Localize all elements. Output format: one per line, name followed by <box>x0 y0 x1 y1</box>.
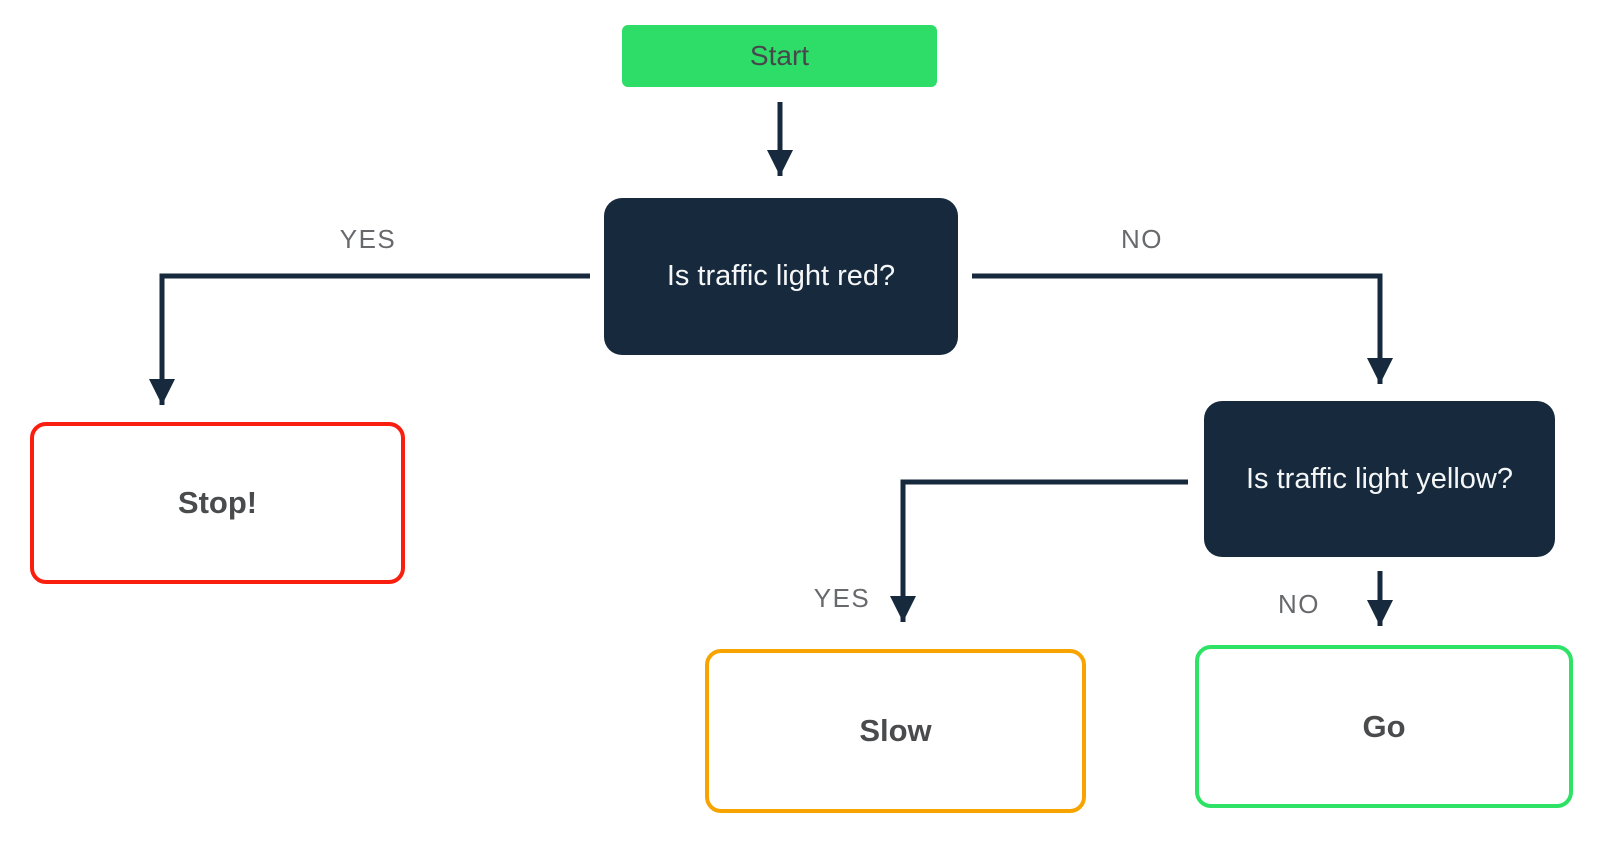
edge-label-yellow-no: NO <box>1278 589 1320 619</box>
edge-label-red-no: NO <box>1121 224 1163 254</box>
node-start: Start <box>622 25 937 87</box>
edge-yellow-question-yes-to-slow <box>890 479 1188 622</box>
node-go: Go <box>1195 645 1573 808</box>
node-start-label: Start <box>749 40 810 71</box>
node-slow-label: Slow <box>859 713 932 748</box>
node-decision-red-question: Is traffic light red? <box>604 198 958 355</box>
edge-red-question-yes-to-stop <box>149 273 590 405</box>
edge-red-question-no-to-yellow-question <box>972 273 1393 384</box>
node-stop-label: Stop! <box>177 485 258 520</box>
node-decision-yellow-question: Is traffic light yellow? <box>1204 401 1555 557</box>
node-stop: Stop! <box>30 422 405 584</box>
node-slow: Slow <box>705 649 1086 813</box>
node-decision-red-question-label: Is traffic light red? <box>666 260 896 292</box>
edge-label-red-yes: YES <box>339 224 397 254</box>
node-go-label: Go <box>1362 708 1406 744</box>
node-decision-yellow-question-label: Is traffic light yellow? <box>1245 462 1514 495</box>
edge-label-yellow-yes: YES <box>813 583 871 613</box>
